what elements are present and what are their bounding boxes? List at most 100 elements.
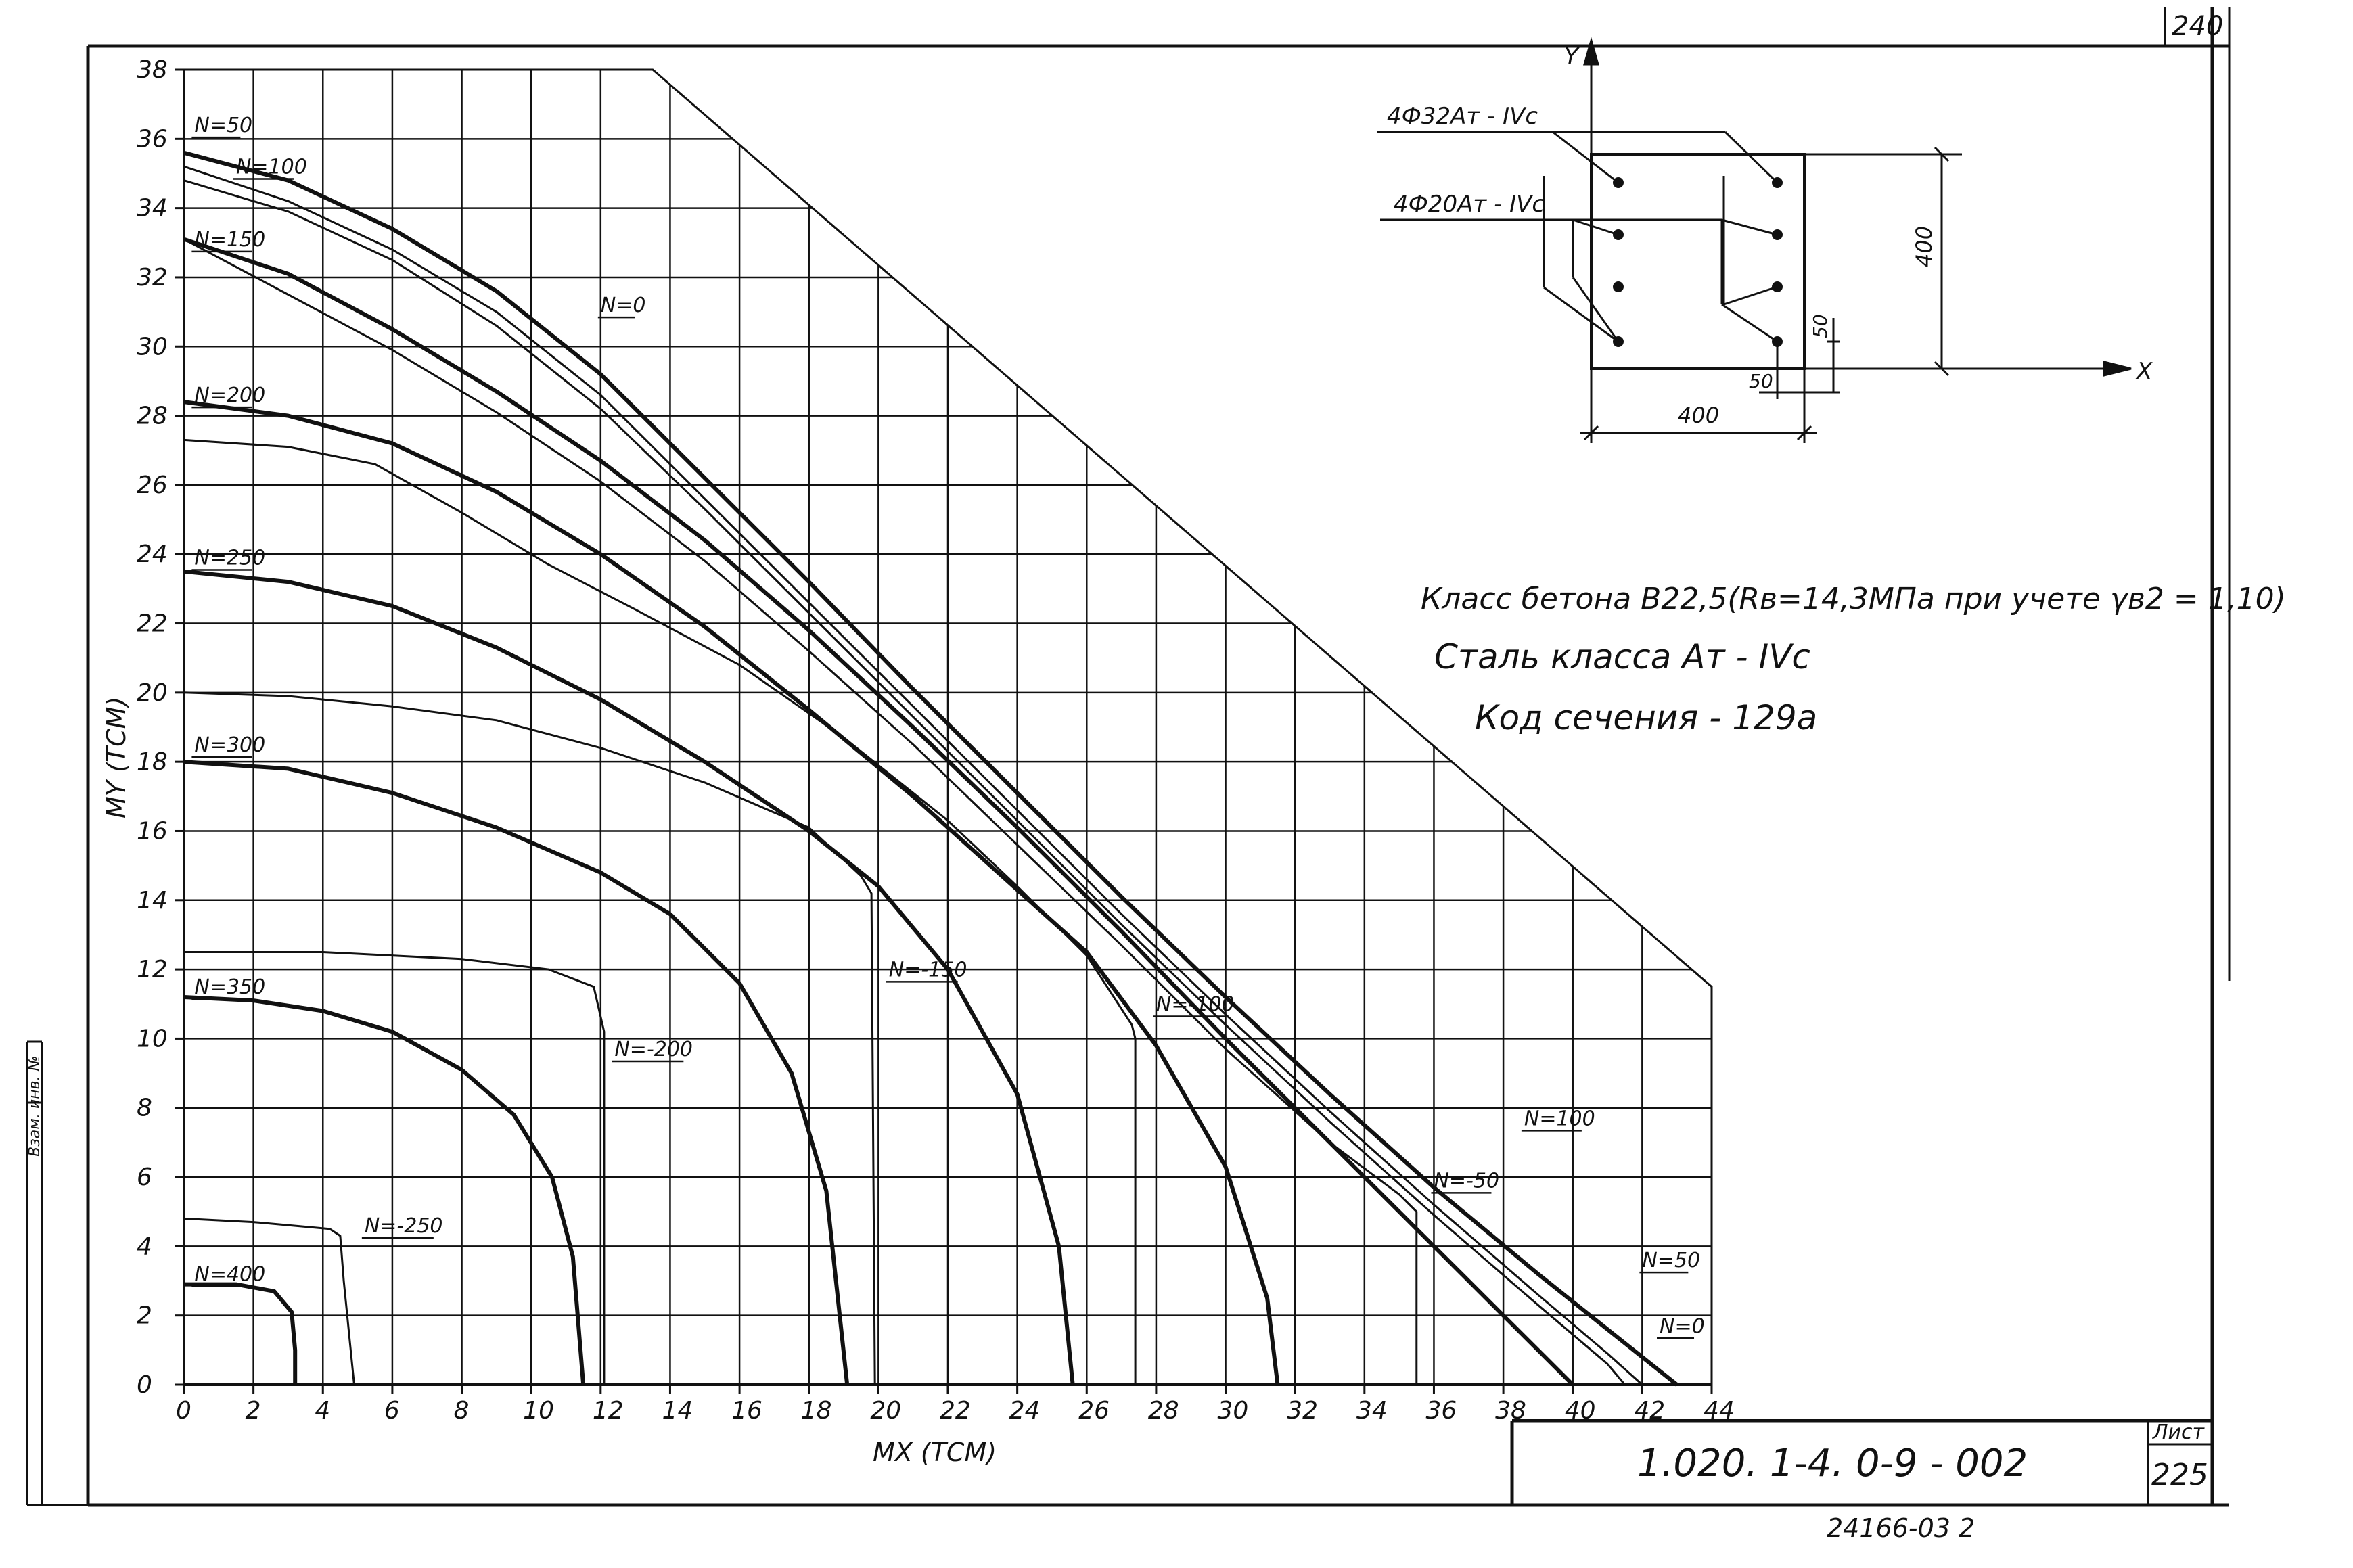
series-label: N=-50 — [1434, 1169, 1499, 1193]
section-outline — [1590, 153, 1806, 370]
x-tick-label: 32 — [1287, 1397, 1318, 1425]
series-line — [183, 400, 1280, 1385]
y-tick-label: 2 — [137, 1302, 152, 1330]
series-line — [183, 438, 1137, 1385]
x-tick-label: 8 — [454, 1397, 470, 1425]
x-tick-label: 28 — [1148, 1397, 1179, 1425]
series-line — [184, 951, 606, 1385]
steel-class-note: Сталь класса Ат - IVс — [1434, 637, 1810, 676]
chart-series-labels: N=50N=100N=150N=0N=200N=250N=300N=350N=4… — [191, 114, 1705, 1339]
sheet-frame — [26, 7, 2231, 1507]
series-label: N=50 — [1642, 1249, 1700, 1272]
series-label: N=300 — [194, 733, 265, 757]
x-tick-label: 2 — [246, 1397, 261, 1425]
rebar-mid-label: 4Ф20Ат - IVс — [1394, 191, 1545, 218]
y-tick-label: 30 — [137, 333, 168, 361]
series-line — [183, 179, 1626, 1385]
y-tick-label: 36 — [137, 125, 168, 153]
series-line — [183, 237, 1574, 1387]
series-line — [183, 760, 850, 1385]
y-tick-label: 34 — [137, 195, 168, 223]
series-label: N=0 — [601, 294, 646, 317]
x-tick-label: 36 — [1425, 1397, 1457, 1425]
y-tick-label: 6 — [137, 1163, 152, 1191]
section-width-dim: 400 — [1678, 402, 1719, 428]
chart-series — [183, 150, 1678, 1387]
x-tick-label: 34 — [1356, 1397, 1388, 1425]
series-label: N=350 — [194, 975, 265, 999]
envelope-boundary — [184, 68, 1713, 1385]
y-tick-label: 14 — [137, 887, 168, 915]
series-label: N=200 — [194, 384, 265, 407]
series-line — [183, 569, 1075, 1385]
x-tick-label: 38 — [1495, 1397, 1526, 1425]
y-tick-label: 0 — [137, 1371, 152, 1399]
x-tick-label: 6 — [384, 1397, 400, 1425]
concrete-class-note: Класс бетона В22,5(Rв=14,3МПа при учете … — [1421, 582, 2286, 616]
series-line — [183, 165, 1643, 1386]
y-tick-label: 18 — [137, 748, 168, 776]
series-label: N=100 — [1524, 1107, 1595, 1130]
y-tick-label: 28 — [137, 402, 168, 430]
document-code: 1.020. 1-4. 0-9 - 002 — [1637, 1442, 2028, 1485]
series-label: N=-200 — [614, 1038, 693, 1061]
x-tick-label: 44 — [1704, 1397, 1735, 1425]
section-x-arrow — [2103, 361, 2132, 377]
section-height-dim: 400 — [1911, 226, 1937, 267]
y-tick-label: 16 — [137, 817, 168, 845]
series-line — [183, 1217, 355, 1385]
x-tick-label: 42 — [1634, 1397, 1665, 1425]
x-axis-label: MX (TCM) — [873, 1437, 997, 1467]
x-tick-label: 22 — [940, 1397, 971, 1425]
x-tick-label: 20 — [870, 1397, 901, 1425]
y-tick-label: 22 — [137, 610, 168, 638]
y-tick-label: 12 — [137, 956, 168, 984]
series-label: N=100 — [236, 155, 307, 179]
series-label: N=-150 — [889, 958, 967, 982]
x-tick-label: 26 — [1078, 1397, 1110, 1425]
y-axis-label: MY (TCM) — [101, 697, 131, 818]
y-tick-label: 32 — [137, 264, 168, 292]
series-line — [183, 995, 586, 1385]
list-number: 225 — [2151, 1458, 2208, 1492]
corner-number: 240 — [2172, 11, 2223, 42]
x-tick-label: 18 — [801, 1397, 832, 1425]
series-line — [183, 691, 876, 1385]
y-tick-label: 8 — [137, 1094, 152, 1122]
section-code-note: Код сечения - 129а — [1475, 698, 1817, 737]
x-tick-label: 40 — [1565, 1397, 1596, 1425]
cross-section-diagram — [1377, 37, 2132, 443]
x-tick-label: 14 — [662, 1397, 693, 1425]
series-line — [183, 238, 1418, 1385]
rebar-top-label: 4Ф32Ат - IVс — [1387, 103, 1538, 130]
series-label: N=50 — [194, 114, 252, 137]
series-label: N=-250 — [365, 1214, 443, 1238]
x-tick-label: 16 — [731, 1397, 762, 1425]
y-tick-label: 24 — [137, 540, 168, 568]
x-tick-label: 4 — [315, 1397, 330, 1425]
side-stamp: Взам. инв. № — [26, 1056, 43, 1157]
y-tick-label: 38 — [137, 56, 168, 84]
series-line — [184, 1282, 298, 1385]
list-label: Лист — [2152, 1421, 2206, 1444]
y-tick-label: 4 — [137, 1232, 152, 1260]
series-line — [183, 150, 1678, 1387]
section-cover-y: 50 — [1809, 314, 1831, 338]
section-axis-y: Y — [1564, 43, 1580, 70]
bottom-stamp: 24166-03 2 — [1827, 1513, 1975, 1543]
x-tick-label: 24 — [1009, 1397, 1041, 1425]
section-y-arrow — [1583, 37, 1599, 66]
series-label: N=150 — [194, 228, 265, 252]
x-tick-label: 0 — [176, 1397, 191, 1425]
y-tick-label: 20 — [137, 679, 168, 707]
x-tick-label: 12 — [593, 1397, 624, 1425]
chart-envelope — [184, 68, 1713, 1385]
series-label: N=250 — [194, 547, 265, 570]
y-tick-label: 10 — [137, 1025, 168, 1053]
x-tick-label: 30 — [1218, 1397, 1249, 1425]
x-tick-label: 10 — [523, 1397, 554, 1425]
series-label: N=400 — [194, 1263, 265, 1287]
